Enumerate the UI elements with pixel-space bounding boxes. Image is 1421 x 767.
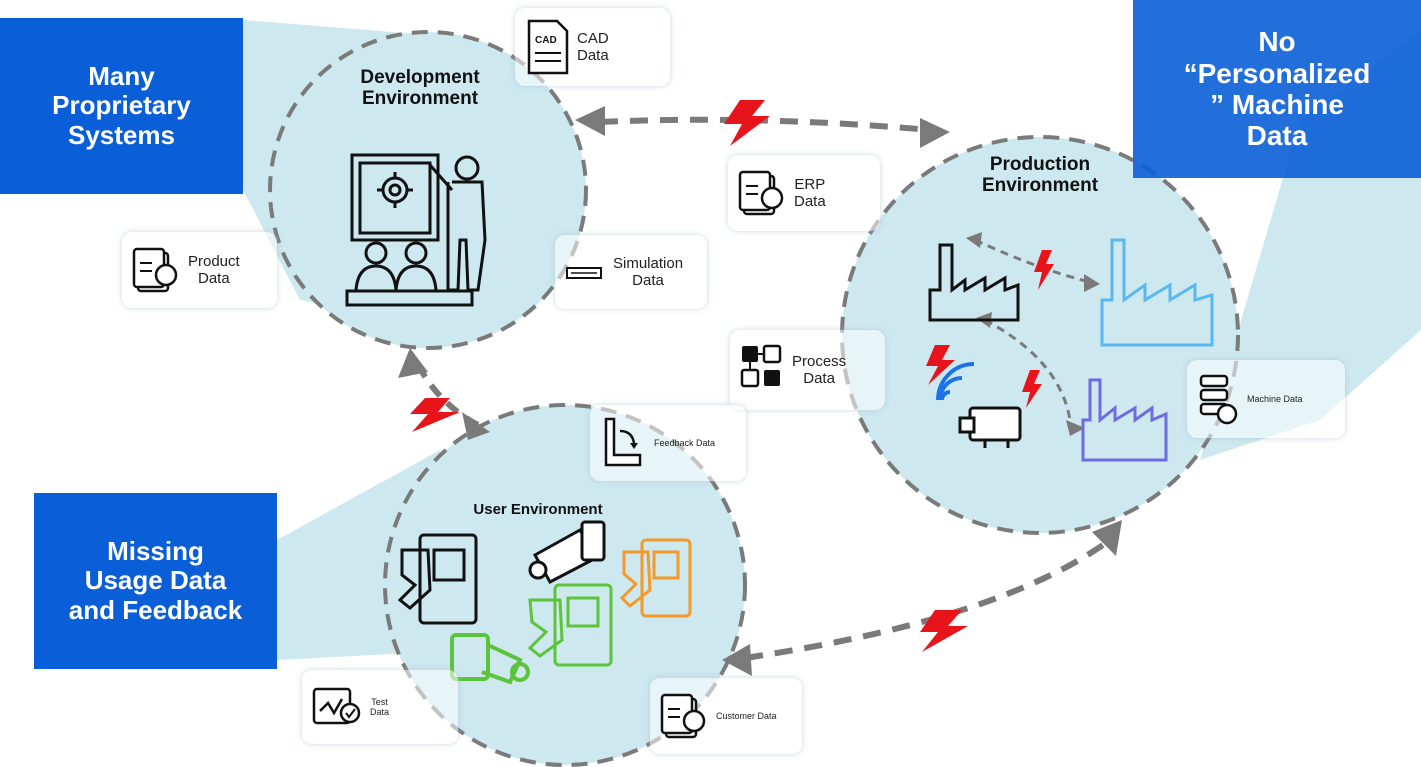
connection-factory-top — [974, 238, 1091, 421]
product-label-line: Data — [198, 270, 230, 287]
cad-document-icon: CAD — [527, 19, 569, 75]
feedback-data-label: Feedback Data — [654, 437, 716, 448]
development-circle — [268, 30, 588, 350]
arrowhead-dev — [575, 106, 605, 136]
simulation-icon — [566, 267, 602, 279]
test-label-line: Data — [370, 707, 390, 717]
arrowhead-factory-1 — [1084, 274, 1100, 292]
test-label-line: Test — [371, 696, 388, 707]
customer-data-card: Customer Data — [650, 678, 802, 754]
simulation-data-card: Simulation Data — [555, 235, 707, 309]
server-icon — [1199, 374, 1238, 425]
arrowhead-prod-low — [1092, 520, 1122, 556]
cad-data-card: CAD CAD Data — [515, 8, 670, 86]
arrowhead-dev-up — [398, 348, 428, 378]
cad-label-line: Data — [577, 47, 609, 64]
process-data-label: Process Data — [792, 353, 846, 388]
callout-line: Systems — [68, 119, 175, 150]
callout-missing-usage-data: Missing Usage Data and Feedback — [34, 493, 277, 669]
simulation-data-label: Simulation Data — [613, 255, 683, 290]
erp-label-line: Data — [794, 193, 826, 210]
production-title: Production Environment — [981, 154, 1099, 196]
feedback-icon — [604, 417, 642, 467]
callout-personalized-machine-data: No “Personalized ” Machine Data — [1133, 0, 1421, 178]
callout-line: ” Machine — [1210, 89, 1344, 120]
arrowhead-prod — [920, 118, 950, 148]
test-data-card: Test Data — [302, 670, 458, 744]
machine-data-card: Machine Data — [1187, 360, 1345, 438]
process-data-card: Process Data — [730, 330, 885, 410]
test-data-label: Test Data — [370, 697, 389, 718]
callout-line: Proprietary — [52, 90, 191, 121]
product-data-label: Product Data — [188, 253, 240, 288]
process-label-line: Process — [792, 352, 847, 370]
simulation-label-line: Simulation — [613, 254, 684, 272]
process-label-line: Data — [803, 370, 835, 387]
cad-label-line: CAD — [577, 29, 609, 47]
simulation-label-line: Data — [632, 272, 664, 289]
database-document-icon — [738, 170, 784, 216]
production-circle — [840, 135, 1240, 535]
callout-line: Many — [88, 61, 155, 92]
cad-data-label: CAD Data — [577, 30, 609, 65]
callout-line: and Feedback — [68, 594, 243, 625]
product-data-card: Product Data — [122, 232, 277, 308]
feedback-data-card: Feedback Data — [590, 405, 746, 481]
wifi-icon — [936, 362, 975, 401]
process-flow-icon — [740, 344, 782, 388]
erp-data-card: ERP Data — [728, 155, 880, 231]
product-label-line: Product — [188, 252, 240, 270]
gear-icon — [377, 172, 413, 208]
arrowhead-factory-2 — [1066, 420, 1085, 436]
lightning-icon — [410, 100, 1054, 652]
callout-line: “Personalized — [1183, 57, 1371, 89]
operator-machine-black-icon — [397, 533, 478, 625]
factory-black-icon — [928, 243, 1020, 322]
connection-user-prod — [744, 537, 1112, 661]
callout-line: No — [1258, 26, 1296, 58]
machine-data-label: Machine Data — [1247, 393, 1303, 404]
erp-data-label: ERP Data — [794, 176, 826, 211]
arrowhead-factory-3 — [966, 232, 982, 248]
operator-machine-orange-icon — [619, 538, 692, 618]
callout-line: Usage Data — [84, 565, 227, 596]
callout-proprietary-systems: Many Proprietary Systems — [0, 18, 243, 194]
cad-document-text: CAD — [535, 35, 557, 46]
operator-machine-green-icon — [527, 583, 613, 667]
servo-motor-green-icon — [450, 633, 530, 685]
erp-label-line: ERP — [794, 175, 826, 193]
callout-line: Missing — [107, 536, 204, 567]
development-title: Development Environment — [360, 67, 480, 109]
customer-data-label: Customer Data — [716, 710, 777, 721]
arrowhead-user-down — [462, 412, 490, 440]
database-document-icon — [660, 693, 706, 739]
database-document-icon — [132, 247, 178, 293]
callout-line: Data — [1246, 120, 1308, 152]
factory-purple-icon — [1081, 378, 1168, 462]
factory-cyan-icon — [1100, 238, 1214, 347]
presentation-icon — [345, 153, 487, 307]
arrowhead-user — [722, 644, 752, 676]
connection-dev-prod — [599, 116, 931, 133]
test-chart-icon — [312, 687, 361, 725]
user-title: User Environment — [473, 501, 603, 518]
cnc-machine-icon — [958, 406, 1022, 448]
servo-motor-black-icon — [528, 520, 606, 585]
